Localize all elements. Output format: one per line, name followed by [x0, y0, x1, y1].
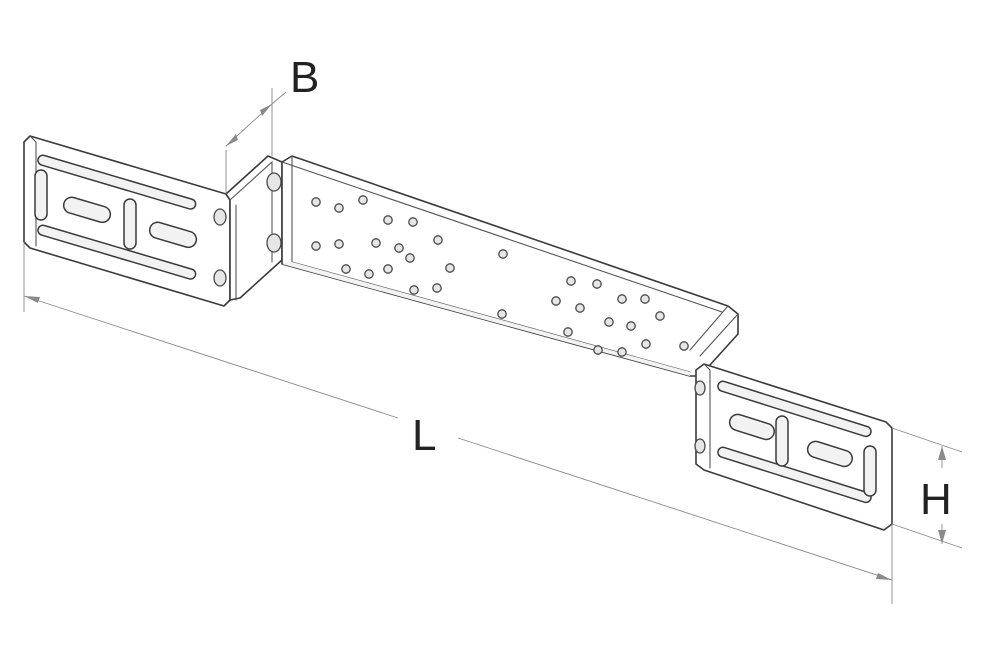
slot — [34, 169, 48, 221]
slot — [123, 198, 137, 250]
slot — [806, 440, 853, 468]
slot — [775, 415, 789, 467]
dimension-label-l: L — [412, 411, 436, 460]
dimension-h: H — [891, 427, 963, 549]
slot — [37, 224, 197, 280]
slot — [717, 446, 872, 504]
slot — [62, 196, 112, 224]
slot — [37, 154, 197, 210]
right-mounting-plate — [694, 363, 893, 531]
left-riser — [213, 155, 283, 301]
left-mounting-plate — [23, 135, 231, 307]
dimension-label-b: B — [290, 53, 319, 102]
slot — [728, 413, 775, 441]
web-perforations — [311, 195, 689, 357]
dimension-b: B — [225, 53, 319, 194]
slot — [148, 221, 198, 249]
main-web — [281, 155, 739, 377]
slot — [717, 380, 872, 438]
slot — [863, 445, 877, 497]
dimension-l: L — [23, 242, 893, 604]
dimension-label-h: H — [920, 475, 952, 524]
